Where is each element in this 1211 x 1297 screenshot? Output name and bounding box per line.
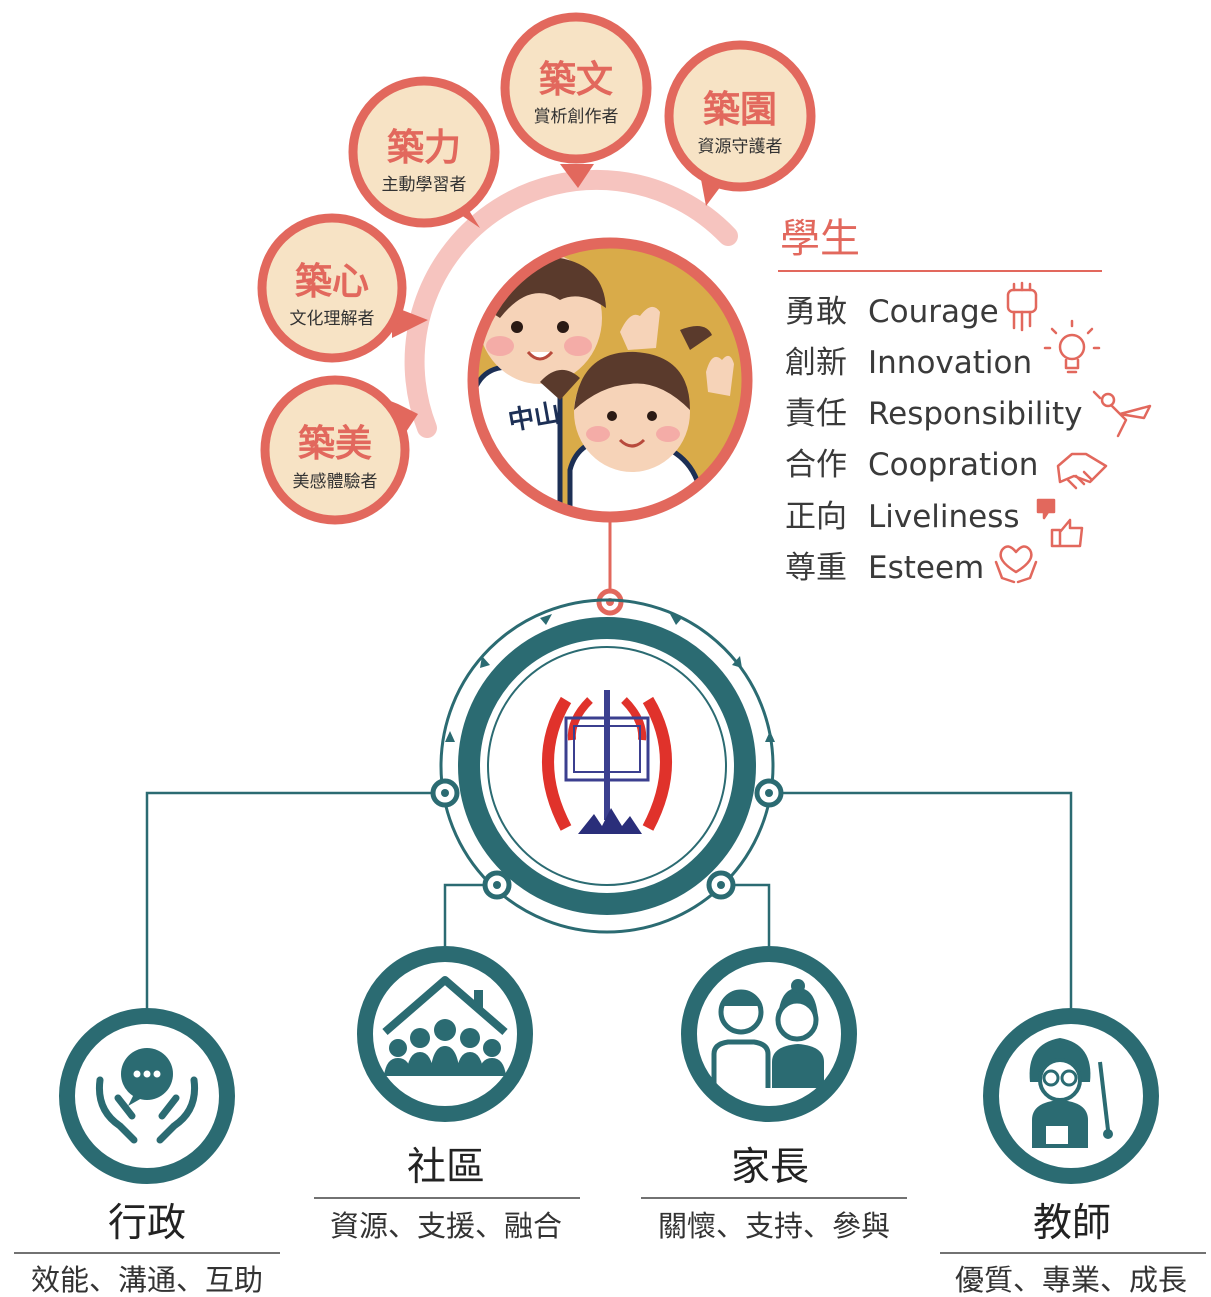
bubble-title: 築園: [703, 88, 777, 131]
fist-icon: [1006, 281, 1038, 332]
group-title: 社區: [407, 1145, 485, 1190]
group-title: 家長: [731, 1145, 809, 1190]
value-zh: 勇敢: [785, 294, 847, 330]
bubble-zhu-wen: 築文 賞析創作者: [500, 12, 652, 188]
group-subtitle: 資源、支援、融合: [330, 1209, 562, 1243]
central-emblem: [439, 598, 775, 934]
group-connectors: [145, 791, 1073, 1008]
group-parents: 家長 關懷、支持、參與: [641, 946, 907, 1243]
bubble-subtitle: 美感體驗者: [293, 472, 378, 492]
student-illustration: 中山: [467, 237, 753, 523]
teacher-icon: [1029, 1038, 1113, 1148]
bubble-subtitle: 資源守護者: [698, 137, 783, 157]
value-zh: 創新: [785, 345, 847, 381]
value-en: Innovation: [868, 345, 1032, 381]
bubble-subtitle: 主動學習者: [382, 175, 467, 195]
bubble-title: 築美: [298, 422, 372, 465]
bubble-title: 築文: [539, 58, 613, 101]
house-community-icon: [382, 976, 508, 1076]
group-community: 社區 資源、支援、融合: [314, 946, 580, 1243]
value-en: Courage: [868, 294, 999, 330]
heart-hands-icon: [994, 545, 1038, 584]
value-zh: 責任: [785, 396, 847, 432]
superhero-icon: [1092, 390, 1152, 438]
bubble-subtitle: 賞析創作者: [534, 107, 619, 127]
bubble-zhu-yuan: 築園 資源守護者: [664, 40, 816, 206]
group-subtitle: 關懷、支持、參與: [658, 1209, 890, 1243]
group-teachers: 教師 優質、專業、成長: [940, 1008, 1206, 1297]
bubble-zhu-mei: 築美 美感體驗者: [260, 375, 418, 525]
group-subtitle: 效能、溝通、互助: [31, 1263, 263, 1297]
handshake-icon: [1056, 452, 1108, 490]
bubble-title: 築心: [295, 260, 369, 303]
bubble-arc: [404, 169, 738, 438]
value-en: Liveliness: [868, 499, 1020, 535]
lightbulb-icon: [1043, 319, 1101, 374]
parents-icon: [711, 979, 824, 1088]
student-title: 學生: [780, 216, 860, 262]
bubble-zhu-xin: 築心 文化理解者: [257, 213, 428, 363]
bubble-zhu-li: 築力 主動學習者: [348, 76, 500, 228]
group-title: 教師: [1033, 1201, 1111, 1246]
group-subtitle: 優質、專業、成長: [955, 1263, 1187, 1297]
bubble-title: 築力: [387, 126, 461, 169]
hands-speech-icon: [95, 1048, 199, 1144]
thumbs-up-icon: [1036, 498, 1084, 548]
connector-nodes: [430, 778, 784, 900]
bubble-subtitle: 文化理解者: [290, 309, 375, 329]
value-en: Coopration: [868, 447, 1038, 483]
value-zh: 合作: [785, 447, 847, 483]
value-en: Esteem: [868, 550, 984, 586]
group-title: 行政: [108, 1201, 186, 1246]
value-en: Responsibility: [868, 396, 1082, 432]
value-list: 勇敢 Courage 創新 Innovation 責任 Responsibili…: [785, 294, 1082, 586]
value-zh: 尊重: [785, 550, 847, 586]
group-administration: 行政 效能、溝通、互助: [14, 1008, 280, 1297]
value-zh: 正向: [785, 499, 847, 535]
